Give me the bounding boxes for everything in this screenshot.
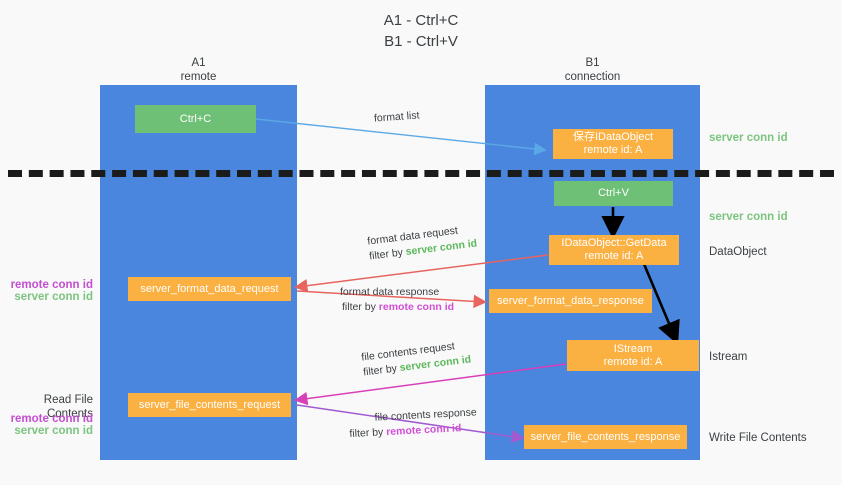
- filter-prefix: filter by: [342, 301, 379, 313]
- right-label-write-file-contents: Write File Contents: [709, 432, 807, 444]
- node-server-file-contents-response[interactable]: server_file_contents_response: [524, 425, 687, 449]
- edge-label-format-data-response-title: format data response: [340, 286, 440, 298]
- edge-label-file-contents-response-filter: filter by remote conn id: [349, 420, 478, 442]
- filter-prefix: filter by: [362, 362, 401, 379]
- left-label-server-conn-id-2: server conn id: [14, 425, 93, 437]
- edge-label-format-data-response: format data response filter by remote co…: [340, 285, 454, 315]
- left-label-remote-conn-id-2: remote conn id: [10, 413, 93, 425]
- filter-value-remote-conn-id: remote conn id: [378, 301, 455, 313]
- edge-label-format-list-text: format list: [373, 109, 420, 125]
- left-label-read-file-contents: Read File Contents: [43, 394, 93, 420]
- node-ctrl-v[interactable]: Ctrl+V: [554, 181, 673, 206]
- edge-label-format-list: format list: [374, 108, 420, 126]
- node-idataobject-getdata[interactable]: IDataObject::GetData remote id: A: [549, 235, 679, 265]
- cross-machine-boundary-divider: [8, 170, 834, 177]
- edge-label-file-contents-response: file contents response filter by remote …: [349, 405, 478, 440]
- filter-value-remote-conn-id: remote conn id: [385, 422, 462, 439]
- filter-prefix: filter by: [368, 246, 407, 263]
- left-label-server-conn-id-1: server conn id: [14, 291, 93, 303]
- node-save-idataobject[interactable]: 保存IDataObject remote id: A: [553, 129, 673, 159]
- right-label-dataobject: DataObject: [709, 246, 767, 258]
- filter-prefix: filter by: [349, 426, 387, 441]
- edge-label-format-data-request: format data request filter by server con…: [367, 221, 478, 264]
- edge-label-format-data-response-filter: filter by remote conn id: [342, 300, 454, 315]
- right-label-server-conn-id-1: server conn id: [709, 132, 788, 144]
- node-istream[interactable]: IStream remote id: A: [567, 340, 699, 371]
- edge-label-file-contents-request: file contents request filter by server c…: [361, 337, 472, 380]
- node-server-format-data-response[interactable]: server_format_data_response: [489, 289, 652, 313]
- page-title: A1 - Ctrl+C B1 - Ctrl+V: [383, 12, 459, 50]
- left-label-remote-conn-id-1: remote conn id: [10, 279, 93, 291]
- node-ctrl-c[interactable]: Ctrl+C: [135, 105, 256, 133]
- right-label-istream: Istream: [709, 351, 748, 363]
- right-label-server-conn-id-2: server conn id: [709, 211, 788, 223]
- lane-heading-b1: B1 connection: [564, 57, 621, 83]
- lane-heading-a1: A1 remote: [180, 57, 217, 83]
- node-server-format-data-request[interactable]: server_format_data_request: [128, 277, 291, 301]
- node-server-file-contents-request[interactable]: server_file_contents_request: [128, 393, 291, 417]
